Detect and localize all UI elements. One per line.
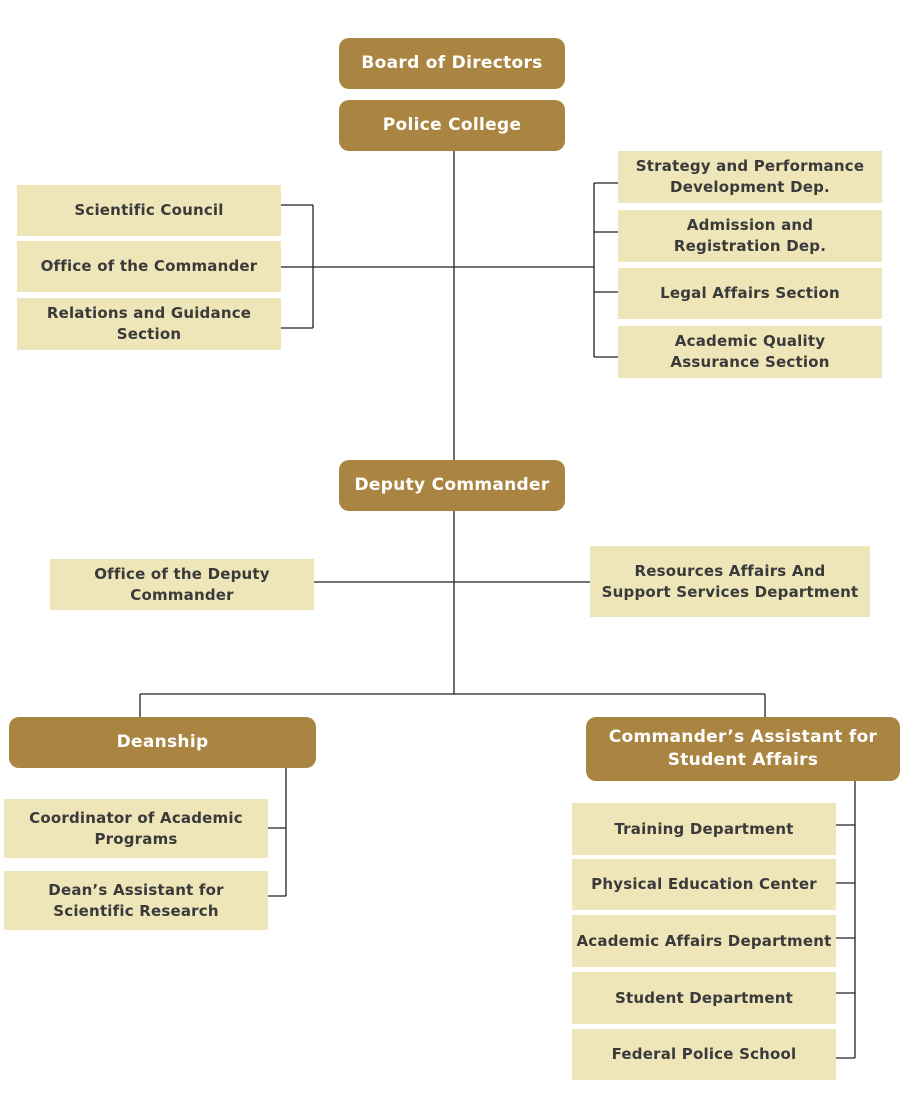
commanders-assistant-label: Commander’s Assistant for Student Affair… <box>608 727 878 770</box>
deans-assistant-label: Dean’s Assistant for Scientific Research <box>48 880 224 920</box>
office-of-commander-box: Office of the Commander <box>17 241 281 292</box>
coordinator-academic-box: Coordinator of Academic Programs <box>4 799 268 858</box>
admission-registration-box: Admission and Registration Dep. <box>618 210 882 262</box>
deputy-commander-label: Deputy Commander <box>354 475 550 495</box>
office-of-deputy-label: Office of the Deputy Commander <box>94 564 270 604</box>
academic-quality-label: Academic Quality Assurance Section <box>670 332 830 371</box>
relations-guidance-label: Relations and Guidance Section <box>46 304 252 343</box>
physical-education-box: Physical Education Center <box>572 859 836 910</box>
board-of-directors-label: Board of Directors <box>361 53 543 73</box>
deans-assistant-box: Dean’s Assistant for Scientific Research <box>4 871 268 930</box>
strategy-performance-label: Strategy and Performance Development Dep… <box>635 157 865 196</box>
coordinator-academic-label: Coordinator of Academic Programs <box>29 808 243 848</box>
academic-quality-box: Academic Quality Assurance Section <box>618 326 882 378</box>
admission-registration-label: Admission and Registration Dep. <box>673 216 827 255</box>
police-college-box: Police College <box>339 100 565 151</box>
strategy-performance-box: Strategy and Performance Development Dep… <box>618 151 882 203</box>
training-department-label: Training Department <box>614 819 794 838</box>
federal-police-school-box: Federal Police School <box>572 1029 836 1080</box>
student-department-box: Student Department <box>572 972 836 1024</box>
academic-affairs-label: Academic Affairs Department <box>576 931 832 950</box>
federal-police-school-label: Federal Police School <box>611 1045 797 1063</box>
resources-affairs-box: Resources Affairs And Support Services D… <box>590 546 870 617</box>
police-college-label: Police College <box>382 115 522 135</box>
commanders-assistant-box: Commander’s Assistant for Student Affair… <box>586 717 900 781</box>
training-department-box: Training Department <box>572 803 836 855</box>
academic-affairs-box: Academic Affairs Department <box>572 915 836 967</box>
deputy-commander-box: Deputy Commander <box>339 460 565 511</box>
deanship-box: Deanship <box>9 717 316 768</box>
office-of-deputy-box: Office of the Deputy Commander <box>50 559 314 610</box>
board-of-directors-box: Board of Directors <box>339 38 565 89</box>
deanship-label: Deanship <box>116 732 209 752</box>
legal-affairs-box: Legal Affairs Section <box>618 268 882 319</box>
scientific-council-label: Scientific Council <box>74 201 224 219</box>
office-of-commander-label: Office of the Commander <box>40 257 258 275</box>
relations-guidance-box: Relations and Guidance Section <box>17 298 281 350</box>
legal-affairs-label: Legal Affairs Section <box>660 284 840 302</box>
student-department-label: Student Department <box>615 988 793 1007</box>
resources-affairs-label: Resources Affairs And Support Services D… <box>601 561 859 601</box>
scientific-council-box: Scientific Council <box>17 185 281 236</box>
physical-education-label: Physical Education Center <box>591 875 817 893</box>
